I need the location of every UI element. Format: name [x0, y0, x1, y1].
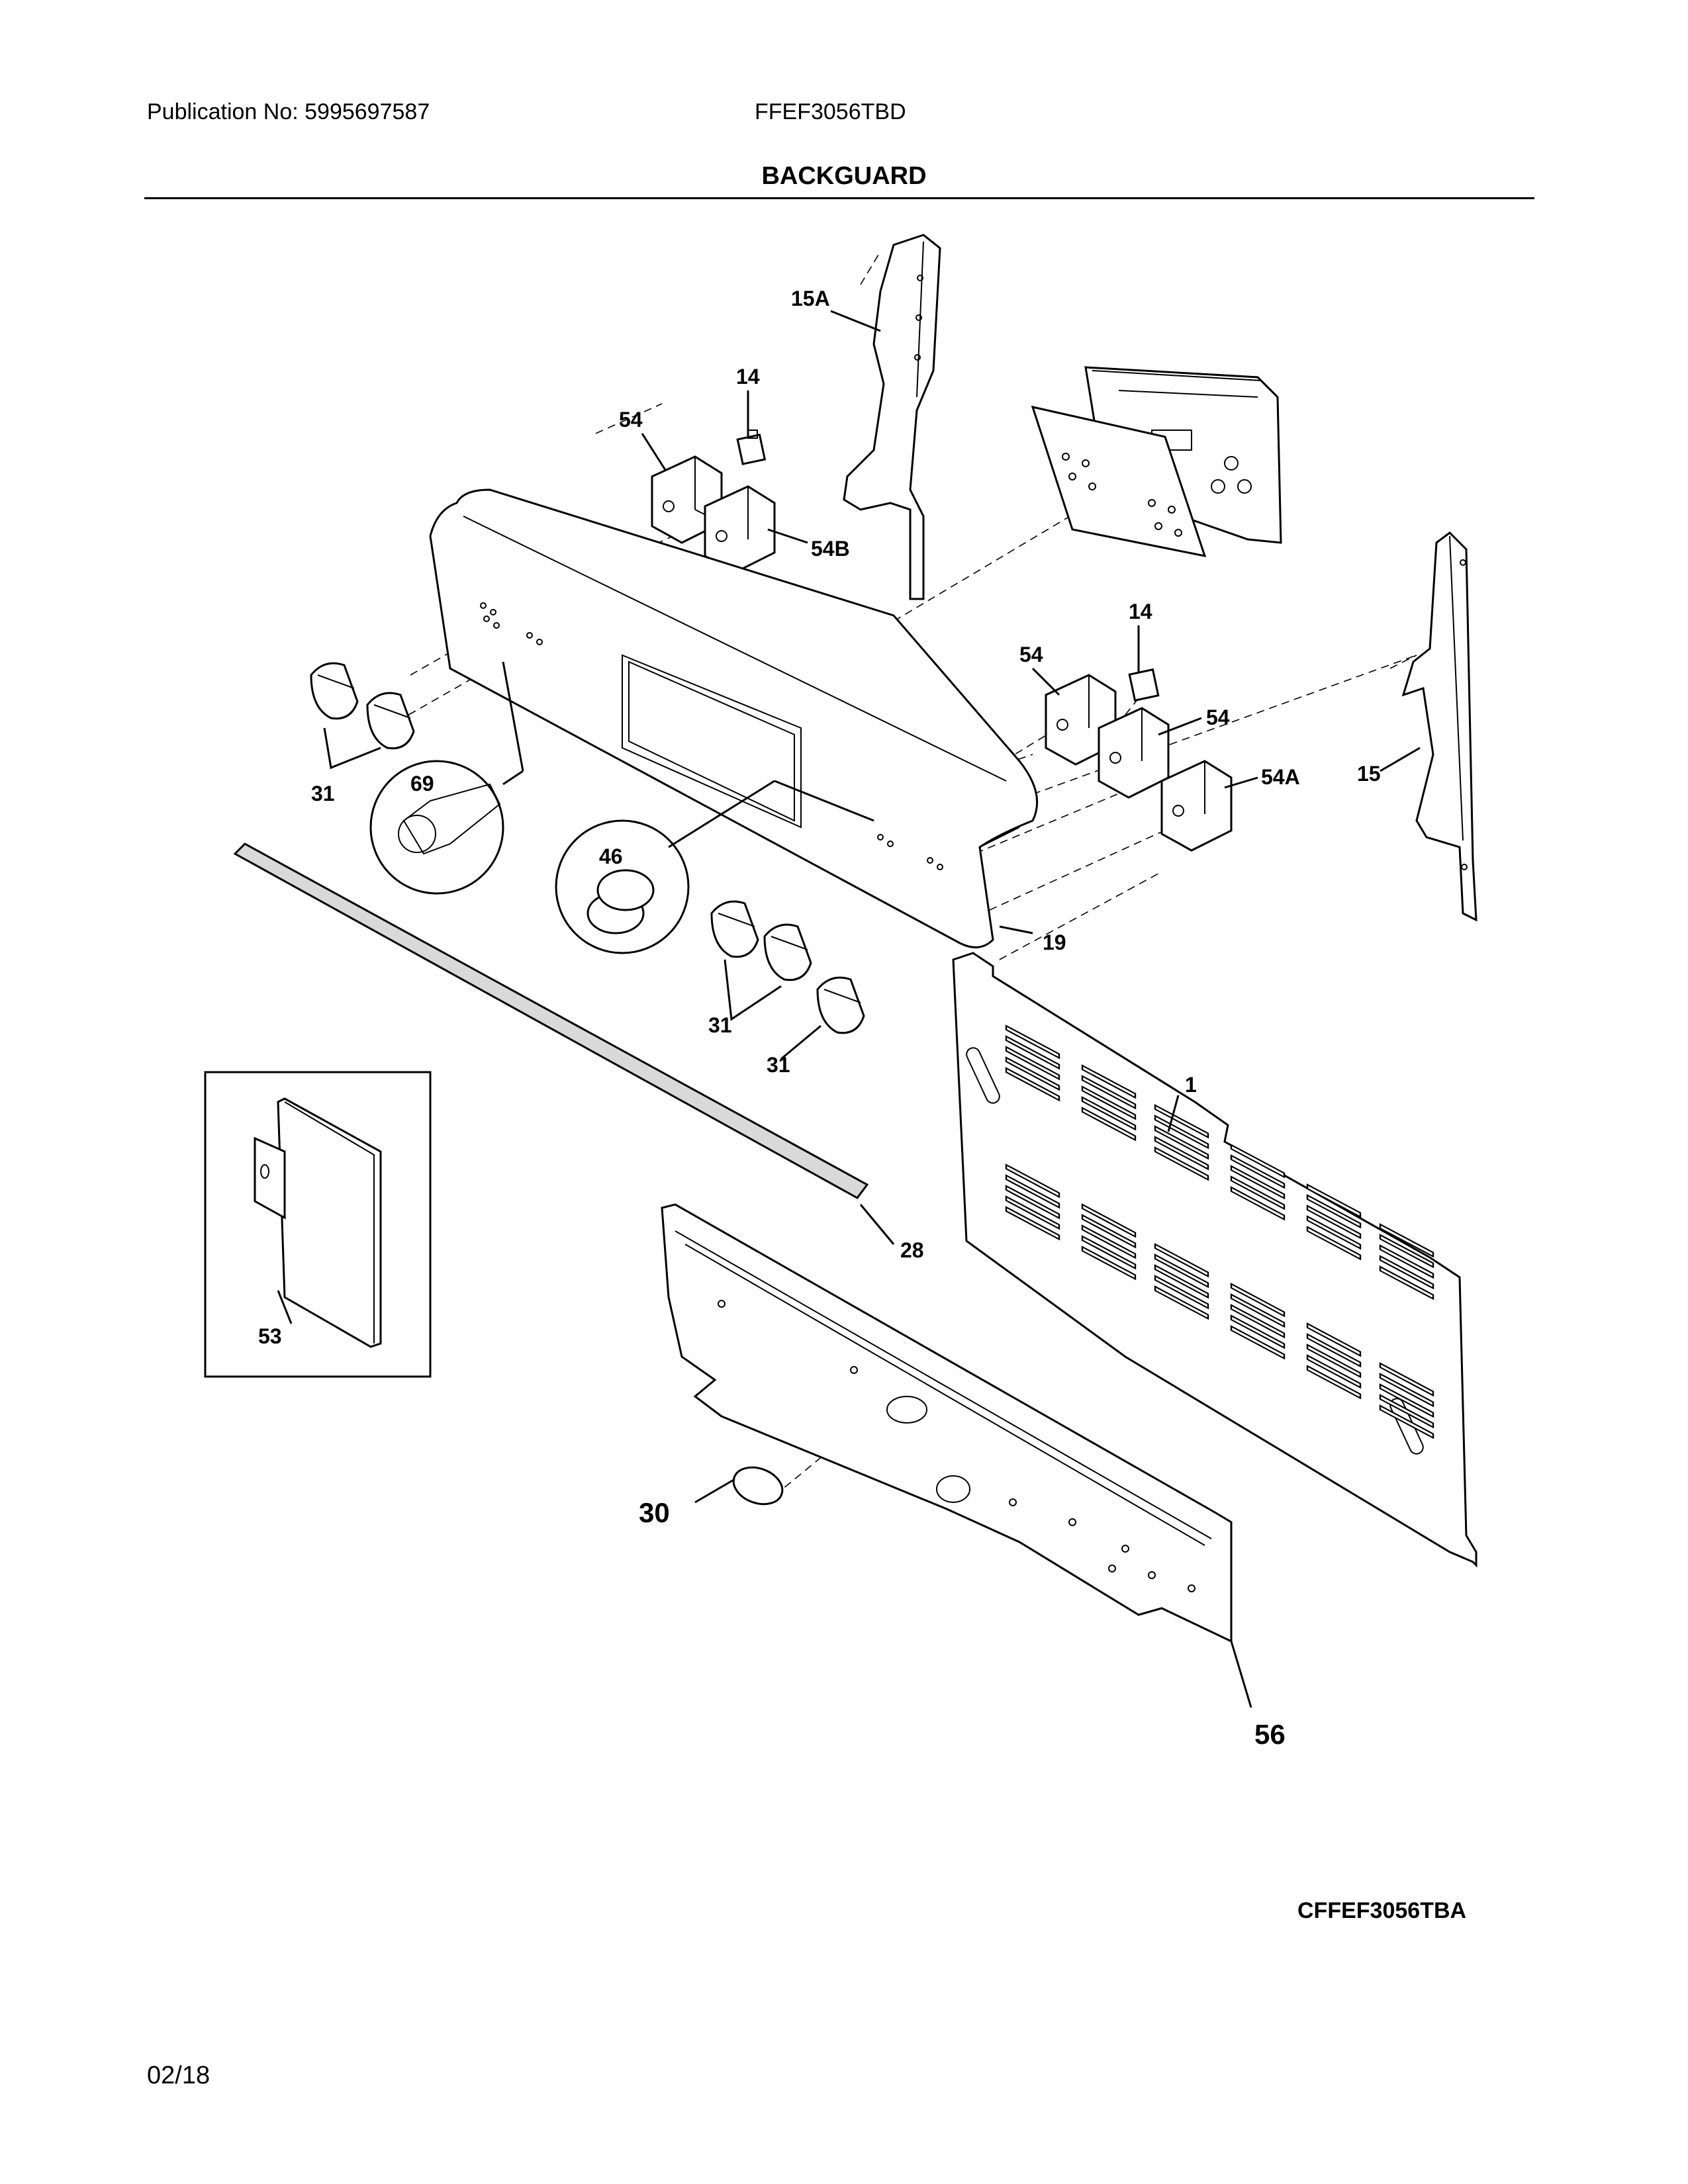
label-14-upper: 14: [736, 365, 760, 388]
label-54-lower-2: 54: [1206, 705, 1230, 729]
part-53-inset-box: [204, 1071, 432, 1378]
label-31-right-1: 31: [708, 1013, 732, 1037]
part-69-screw-detail: [369, 661, 524, 895]
part-30-hole-plug: [732, 1466, 784, 1506]
part-31-knob-right-2: [763, 923, 812, 981]
header-rule: [144, 197, 1534, 199]
label-15a: 15A: [791, 287, 830, 310]
label-53: 53: [258, 1324, 282, 1348]
part-number-labels: 15A 14 54 54B 14 54 54 54A 15 31 69 46 1…: [258, 287, 1381, 1750]
label-54a: 54A: [1261, 765, 1300, 789]
label-54-lower-1: 54: [1019, 643, 1043, 666]
part-46-button-detail: [555, 780, 874, 954]
label-30: 30: [639, 1497, 670, 1528]
vent-slots: [1005, 1024, 1434, 1439]
label-31-right-2: 31: [767, 1053, 790, 1077]
part-31-knob-right-3: [816, 976, 865, 1034]
label-54-upper: 54: [619, 408, 643, 432]
label-54b: 54B: [811, 537, 850, 561]
part-14-switch-lower: [1128, 668, 1160, 702]
part-19-backguard-panel: [429, 488, 1039, 948]
part-56-mounting-panel: [661, 1203, 1233, 1643]
label-56: 56: [1254, 1719, 1286, 1750]
label-31-left: 31: [311, 782, 335, 805]
label-28: 28: [900, 1238, 924, 1262]
leader-lines: [277, 310, 1421, 1708]
part-15a-end-bracket: [843, 234, 941, 600]
part-control-overlay-panel: [1031, 405, 1207, 557]
label-14-lower: 14: [1129, 600, 1152, 623]
model-number: FFEF3056TBD: [755, 99, 906, 124]
part-31-knob-right-1: [710, 900, 759, 958]
part-31-knob-left-1: [310, 662, 359, 720]
label-69: 69: [410, 772, 434, 796]
label-15: 15: [1357, 762, 1381, 786]
part-28-trim-strip: [233, 842, 869, 1199]
part-14-switch-upper: [736, 430, 767, 465]
publication-date: 02/18: [147, 2062, 211, 2089]
part-31-knob-left-2: [366, 692, 415, 750]
publication-number: Publication No: 5995697587: [147, 99, 430, 124]
part-1-rear-panel: [952, 952, 1477, 1568]
label-19: 19: [1043, 931, 1066, 954]
section-title: BACKGUARD: [761, 162, 927, 190]
label-1: 1: [1185, 1073, 1197, 1097]
label-46: 46: [599, 844, 623, 868]
part-15-end-bracket: [1401, 531, 1477, 922]
part-54a-infinite-switch: [1160, 760, 1233, 852]
drawing-code: CFFEF3056TBA: [1297, 1898, 1467, 1923]
